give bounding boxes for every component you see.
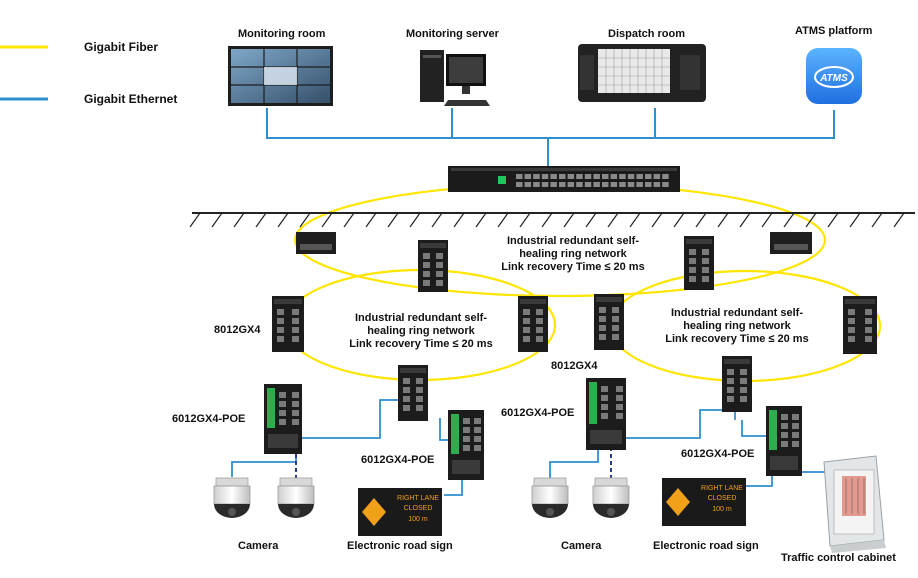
atms-platform-label: ATMS platform bbox=[795, 25, 873, 37]
road-sign-1-line1: RIGHT LANE bbox=[397, 495, 439, 502]
road-sign-1-line2: CLOSED bbox=[404, 505, 433, 512]
road-sign-2-line2: CLOSED bbox=[708, 495, 737, 502]
camera-2a bbox=[531, 477, 569, 518]
road-sign-1-line3: 100 m bbox=[408, 516, 428, 523]
ring-switch-bottom-right bbox=[722, 356, 752, 412]
camera-1a bbox=[213, 477, 251, 518]
monitoring-server-label: Monitoring server bbox=[406, 28, 499, 40]
right-ring-line3: Link recovery Time ≤ 20 ms bbox=[665, 333, 809, 345]
poe-switch-3 bbox=[586, 378, 626, 450]
road-sign-2-line3: 100 m bbox=[712, 506, 732, 513]
ground-line bbox=[189, 212, 915, 228]
ring-switch-far-right bbox=[843, 296, 877, 354]
ring-switch-top-left bbox=[418, 240, 448, 292]
road-sign-2: RIGHT LANE CLOSED 100 m bbox=[662, 478, 746, 526]
ring-switch-center-b bbox=[594, 294, 624, 350]
atms-icon-text: ATMS bbox=[819, 73, 848, 84]
left-ring-line2: healing ring network bbox=[367, 325, 475, 337]
camera-2b bbox=[592, 477, 630, 518]
right-ring-line2: healing ring network bbox=[683, 320, 791, 332]
switch-label-8012gx4-left: 8012GX4 bbox=[214, 324, 261, 336]
left-ring-caption: Industrial redundant self- healing ring … bbox=[340, 312, 502, 351]
traffic-control-cabinet bbox=[823, 455, 886, 553]
traffic-cabinet-label: Traffic control cabinet bbox=[781, 552, 896, 564]
switch-label-8012gx4-center: 8012GX4 bbox=[551, 360, 598, 372]
switch-label-poe-4: 6012GX4-POE bbox=[681, 448, 755, 460]
switch-label-poe-3: 6012GX4-POE bbox=[501, 407, 575, 419]
legend-fiber-label: Gigabit Fiber bbox=[84, 40, 159, 54]
top-ethernet-bus bbox=[266, 108, 835, 166]
desktop-switch-left bbox=[296, 232, 336, 254]
camera-1b bbox=[277, 477, 315, 518]
camera-label-2: Camera bbox=[561, 540, 602, 552]
dispatch-room-label: Dispatch room bbox=[608, 28, 686, 40]
ring-switch-bottom-left bbox=[398, 365, 428, 421]
poe-switch-4 bbox=[766, 406, 802, 476]
top-ring-caption: Industrial redundant self- healing ring … bbox=[493, 235, 653, 274]
road-sign-2-line1: RIGHT LANE bbox=[701, 485, 743, 492]
poe-switch-2 bbox=[448, 410, 484, 480]
monitoring-room-video-wall bbox=[228, 46, 333, 106]
desktop-switch-right bbox=[770, 232, 812, 254]
core-rack-switch bbox=[448, 166, 680, 192]
left-ring-line1: Industrial redundant self- bbox=[354, 312, 487, 324]
monitoring-server-pc bbox=[420, 50, 490, 106]
camera-dashed-links bbox=[295, 440, 612, 478]
poe-switch-1 bbox=[264, 384, 302, 454]
ring-switch-center-a bbox=[518, 296, 548, 352]
left-ring-line3: Link recovery Time ≤ 20 ms bbox=[349, 338, 493, 350]
switch-label-poe-2: 6012GX4-POE bbox=[361, 454, 435, 466]
right-ring-caption: Industrial redundant self- healing ring … bbox=[657, 307, 817, 346]
switch-label-poe-1: 6012GX4-POE bbox=[172, 413, 246, 425]
monitoring-room-label: Monitoring room bbox=[238, 28, 326, 40]
top-ring-line2: healing ring network bbox=[519, 248, 627, 260]
road-sign-label-2: Electronic road sign bbox=[653, 540, 759, 552]
right-ring-line1: Industrial redundant self- bbox=[670, 307, 803, 319]
dispatch-room-console bbox=[578, 44, 706, 102]
legend-ethernet-label: Gigabit Ethernet bbox=[84, 92, 178, 106]
road-sign-1: RIGHT LANE CLOSED 100 m bbox=[358, 488, 442, 536]
top-ring-line3: Link recovery Time ≤ 20 ms bbox=[501, 261, 645, 273]
road-sign-label-1: Electronic road sign bbox=[347, 540, 453, 552]
atms-platform-icon: ATMS bbox=[806, 48, 862, 104]
top-ring-line1: Industrial redundant self- bbox=[506, 235, 639, 247]
camera-label-1: Camera bbox=[238, 540, 279, 552]
ring-switch-8012gx4-left bbox=[272, 296, 304, 352]
ring-switch-top-right bbox=[684, 236, 714, 290]
